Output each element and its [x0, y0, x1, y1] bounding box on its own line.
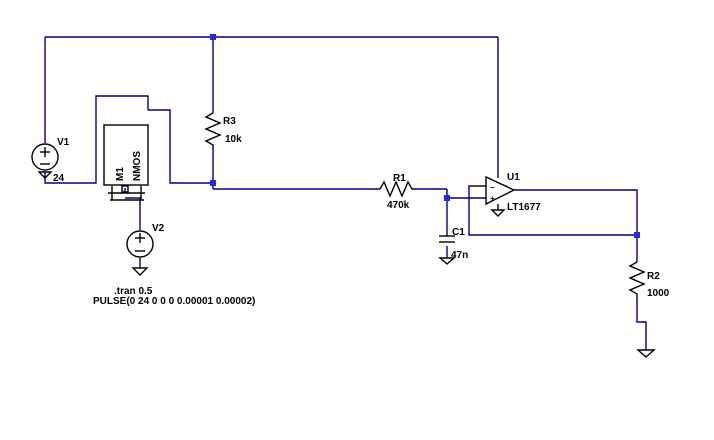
- r1-ref: R1: [393, 173, 406, 184]
- junction-top: [210, 34, 216, 40]
- wire-drain-node[interactable]: [148, 109, 213, 184]
- r1-value: 470k: [387, 200, 410, 211]
- v2-ground-icon: [131, 267, 149, 276]
- v1-ground-icon: [37, 171, 53, 179]
- u1-model: LT1677: [507, 202, 541, 213]
- v2-ref: V2: [152, 223, 165, 234]
- v1-value: 24: [53, 173, 65, 184]
- wire-v1-bottom[interactable]: [44, 95, 149, 184]
- r2-resistor[interactable]: R2 1000: [628, 261, 670, 358]
- r2-zigzag: [628, 261, 646, 300]
- spice-directives[interactable]: .tran 0.5 PULSE(0 24 0 0 0 0.00001 0.000…: [93, 286, 255, 307]
- c1-ref: C1: [452, 227, 465, 238]
- r3-resistor[interactable]: R3 10k: [204, 112, 242, 149]
- r3-zigzag: [204, 112, 222, 149]
- c1-value: 47n: [451, 250, 468, 261]
- tran-directive[interactable]: .tran 0.5: [114, 286, 153, 297]
- junction-output: [634, 232, 640, 238]
- r2-value: 1000: [647, 288, 670, 299]
- wire-output[interactable]: [518, 189, 638, 262]
- r1-zigzag: [379, 180, 416, 198]
- m1-nmos[interactable]: M1 NMOS: [103, 124, 149, 201]
- pulse-directive[interactable]: PULSE(0 24 0 0 0 0.00001 0.00002): [93, 296, 255, 307]
- junction-filter: [444, 195, 450, 201]
- v1-ref: V1: [57, 137, 70, 148]
- m1-gate: [121, 185, 129, 193]
- r3-ref: R3: [223, 116, 236, 127]
- u1-plus-sign: +: [490, 194, 495, 203]
- u1-opamp[interactable]: − + U1 LT1677: [471, 172, 541, 217]
- v1-source[interactable]: V1 24: [31, 137, 70, 184]
- c1-capacitor[interactable]: C1 47n: [438, 227, 468, 265]
- m1-model: NMOS: [132, 151, 143, 181]
- v2-symbol: [126, 230, 154, 258]
- r2-ref: R2: [647, 271, 660, 282]
- v2-source[interactable]: V2: [126, 223, 165, 276]
- m1-ref: M1: [115, 167, 126, 181]
- u1-minus-sign: −: [490, 183, 495, 192]
- v1-symbol: [31, 143, 59, 171]
- u1-triangle: [485, 175, 516, 206]
- wire-r2-gnd[interactable]: [636, 300, 647, 350]
- c1-ground-icon: [438, 257, 456, 265]
- m1-body: [103, 124, 149, 186]
- wire-feedback[interactable]: [468, 185, 637, 236]
- r1-resistor[interactable]: R1 470k: [379, 173, 416, 211]
- junction-mid: [210, 180, 216, 186]
- u1-ref: U1: [507, 172, 520, 183]
- r2-ground-icon: [636, 349, 656, 358]
- u1-ground-icon: [490, 209, 506, 217]
- junctions: [210, 34, 640, 238]
- wire-gate-v2[interactable]: [125, 197, 141, 230]
- r3-value: 10k: [225, 134, 242, 145]
